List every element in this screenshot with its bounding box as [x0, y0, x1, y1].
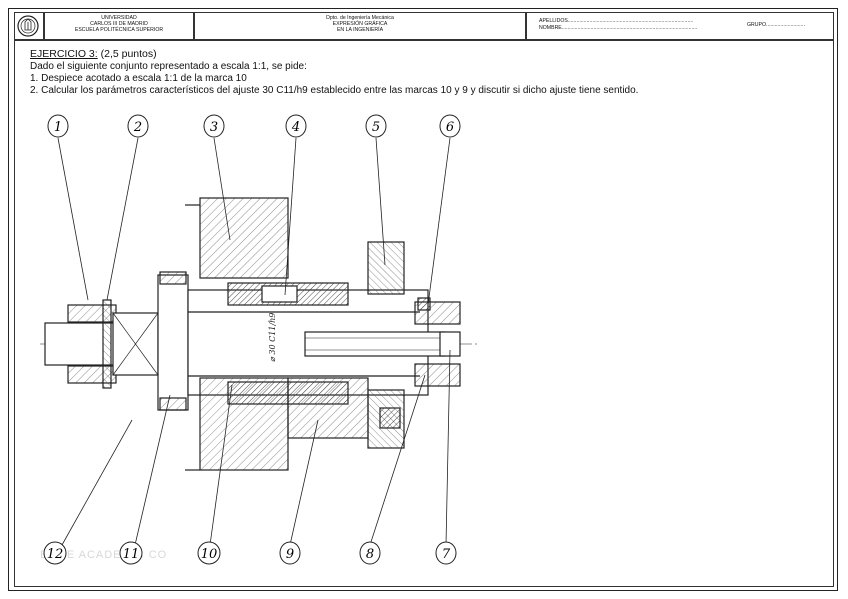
mark-balloon: 3	[203, 114, 225, 138]
exercise-title: EJERCICIO 3: (2,5 puntos)	[30, 48, 157, 60]
mark-number: 10	[201, 547, 218, 562]
mark-number: 7	[442, 547, 451, 562]
university-line-1: UNIVERSIDAD	[101, 15, 137, 21]
university-cell: UNIVERSIDAD CARLOS III DE MADRID ESCUELA…	[44, 12, 194, 40]
fit-annotation: ⌀ 30 C11/h9	[268, 313, 277, 362]
grupo-field[interactable]: GRUPO...........................	[747, 22, 805, 28]
logo-cell	[14, 12, 44, 40]
exercise-item-1: 1. Despiece acotado a escala 1:1 de la m…	[30, 73, 247, 84]
nombre-field[interactable]: NOMBRE..................................…	[539, 25, 698, 31]
mark-balloon: 5	[365, 114, 387, 138]
mark-balloon: 10	[197, 541, 221, 565]
exercise-item-2: 2. Calcular los parámetros característic…	[30, 85, 639, 96]
mark-balloon: 2	[127, 114, 149, 138]
mark-number: 1	[54, 120, 62, 135]
department-line-1: Dpto. de Ingeniería Mecánica	[326, 15, 394, 21]
department-cell: Dpto. de Ingeniería Mecánica EXPRESIÓN G…	[194, 12, 526, 40]
university-logo-icon	[17, 15, 39, 37]
mark-balloon: 4	[285, 114, 307, 138]
mark-balloon: 7	[435, 541, 457, 565]
mark-number: 5	[372, 120, 380, 135]
exercise-points: (2,5 puntos)	[97, 48, 157, 60]
mark-balloon: 12	[43, 541, 67, 565]
mark-balloon: 1	[47, 114, 69, 138]
bottom-marks: 12 11 10 9 8 7	[43, 541, 457, 565]
mark-number: 4	[291, 120, 300, 135]
mark-balloon: 6	[439, 114, 461, 138]
student-cell: APELLIDOS...............................…	[526, 12, 834, 40]
top-marks: 1 2 3 4 5 6	[47, 114, 461, 138]
university-line-3: ESCUELA POLITÉCNICA SUPERIOR	[74, 27, 164, 33]
mark-number: 11	[123, 547, 140, 562]
mark-balloon: 8	[359, 541, 381, 565]
mark-number: 2	[133, 120, 142, 135]
mark-balloon: 11	[119, 541, 143, 565]
exercise-intro: Dado el siguiente conjunto representado …	[30, 61, 307, 72]
department-line-2: EXPRESIÓN GRÁFICA	[332, 21, 388, 27]
mark-number: 9	[286, 547, 294, 562]
exercise-area	[14, 40, 834, 587]
department-line-3: EN LA INGENIERÍA	[336, 27, 384, 33]
mark-number: 3	[210, 120, 218, 135]
mark-number: 12	[47, 547, 64, 562]
apellidos-field[interactable]: APELLIDOS...............................…	[539, 18, 694, 24]
mark-balloon: 9	[279, 541, 301, 565]
exercise-number: EJERCICIO 3:	[30, 48, 98, 60]
university-line-2: CARLOS III DE MADRID	[90, 21, 148, 27]
drawing-sheet	[8, 8, 838, 591]
mark-number: 6	[446, 120, 454, 135]
title-block: UNIVERSIDAD CARLOS III DE MADRID ESCUELA…	[14, 12, 834, 40]
mark-number: 8	[366, 547, 374, 562]
